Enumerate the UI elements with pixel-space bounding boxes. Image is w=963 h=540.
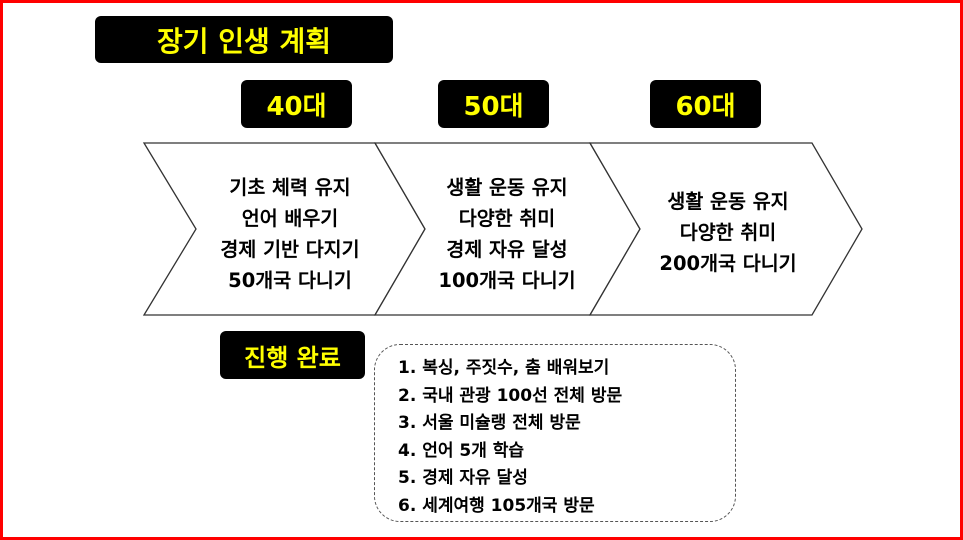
chevron-shape-60s: [588, 142, 863, 316]
stage-goals-60s: 생활 운동 유지 다양한 취미 200개국 다니기: [628, 186, 828, 279]
list-item: 1. 복싱, 주짓수, 춤 배워보기: [398, 358, 610, 378]
stage-goals-40s: 기초 체력 유지 언어 배우기 경제 기반 다지기 50개국 다니기: [190, 172, 390, 296]
completed-label: 진행 완료: [220, 331, 365, 379]
page-title: 장기 인생 계획: [95, 16, 393, 63]
completed-list: 1. 복싱, 주짓수, 춤 배워보기 2. 국내 관광 100선 전체 방문 3…: [398, 355, 622, 521]
stage-goal-item: 100개국 다니기: [438, 269, 576, 292]
stage-goal-item: 다양한 취미: [458, 207, 556, 230]
stage-goals-50s: 생활 운동 유지 다양한 취미 경제 자유 달성 100개국 다니기: [402, 172, 612, 296]
stage-goal-item: 기초 체력 유지: [229, 176, 351, 199]
list-item: 5. 경제 자유 달성: [398, 468, 528, 489]
list-item: 3. 서울 미슐랭 전체 방문: [398, 413, 581, 434]
stage-label-40s: 40대: [241, 80, 352, 128]
stage-goal-item: 50개국 다니기: [228, 269, 352, 292]
stage-goal-item: 경제 기반 다지기: [220, 238, 360, 261]
stage-goal-item: 200개국 다니기: [659, 252, 797, 275]
stage-goal-item: 생활 운동 유지: [446, 176, 568, 199]
stage-goal-item: 생활 운동 유지: [667, 190, 789, 213]
stage-goal-item: 언어 배우기: [241, 207, 339, 230]
list-item: 4. 언어 5개 학습: [398, 440, 525, 461]
stage-goal-item: 경제 자유 달성: [446, 238, 568, 261]
stage-goal-item: 다양한 취미: [679, 221, 777, 244]
stage-label-60s: 60대: [650, 80, 761, 128]
completed-panel: [374, 344, 736, 522]
list-item: 2. 국내 관광 100선 전체 방문: [398, 385, 623, 406]
list-item: 6. 세계여행 105개국 방문: [398, 495, 595, 516]
stage-label-50s: 50대: [438, 80, 549, 128]
